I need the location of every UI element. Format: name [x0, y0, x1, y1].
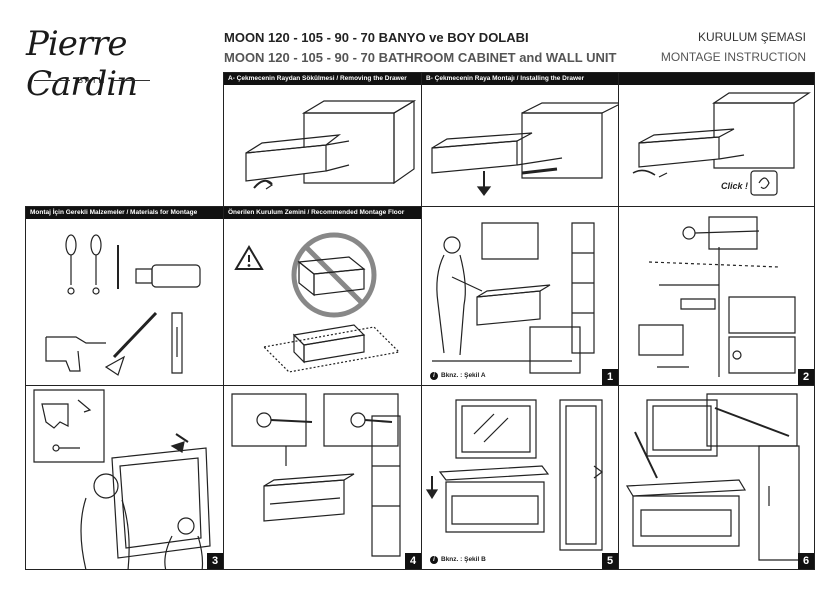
note-b-text: Bknz. : Şekil B [441, 556, 486, 563]
panel-removing-drawer: A- Çekmecenin Raydan Sökülmesi / Removin… [223, 72, 422, 207]
step-3-illustration [26, 386, 224, 570]
doc-title-english: MONTAGE INSTRUCTION [660, 50, 806, 64]
note-a-text: Bknz. : Şekil A [441, 372, 486, 379]
step-number: 4 [405, 553, 421, 569]
panel-recommended-floor: Önerilen Kurulum Zemini / Recommended Mo… [223, 206, 422, 386]
panel-materials: Montaj İçin Gerekli Malzemeler / Materia… [25, 206, 224, 386]
floor-header: Önerilen Kurulum Zemini / Recommended Mo… [224, 207, 421, 219]
section-a-header: A- Çekmecenin Raydan Sökülmesi / Removin… [224, 73, 421, 85]
step-number: 5 [602, 553, 618, 569]
section-b-header-continued [619, 73, 814, 85]
step-number: 3 [207, 553, 223, 569]
brand-name: Pierre Cardin [26, 24, 138, 104]
step-number: 1 [602, 369, 618, 385]
drawer-click-illustration: Click ! [619, 73, 815, 207]
materials-header: Montaj İçin Gerekli Malzemeler / Materia… [26, 207, 223, 219]
click-label: Click ! [721, 181, 748, 191]
step-2-illustration [619, 207, 815, 386]
info-icon: i [430, 556, 438, 564]
section-b-header: B- Çekmecenin Raya Montajı / Installing … [422, 73, 618, 85]
drawer-removal-illustration [224, 73, 422, 207]
panel-step-3: 3 [25, 385, 224, 570]
panel-installing-drawer-left: B- Çekmecenin Raya Montajı / Installing … [421, 72, 619, 207]
panel-step-2: 2 [618, 206, 815, 386]
step-number: 6 [798, 553, 814, 569]
tools-illustration [26, 207, 224, 386]
step-number: 2 [798, 369, 814, 385]
brand-logo: Pierre Cardin BATH [22, 20, 222, 104]
drawer-install-illustration [422, 73, 619, 207]
step-5-illustration [422, 386, 619, 570]
doc-title-turkish: KURULUM ŞEMASI [697, 30, 806, 44]
step-4-illustration [224, 386, 422, 570]
step-6-illustration [619, 386, 815, 570]
brand-sub: BATH [22, 76, 162, 85]
panel-installing-drawer-right: Click ! [618, 72, 815, 207]
panel-step-6: 6 [618, 385, 815, 570]
step-1-illustration [422, 207, 619, 386]
title-turkish: MOON 120 - 105 - 90 - 70 BANYO ve BOY DO… [224, 30, 529, 45]
floor-illustration [224, 207, 422, 386]
info-icon: i [430, 372, 438, 380]
panel-step-4: 4 [223, 385, 422, 570]
title-english: MOON 120 - 105 - 90 - 70 BATHROOM CABINE… [224, 50, 617, 65]
